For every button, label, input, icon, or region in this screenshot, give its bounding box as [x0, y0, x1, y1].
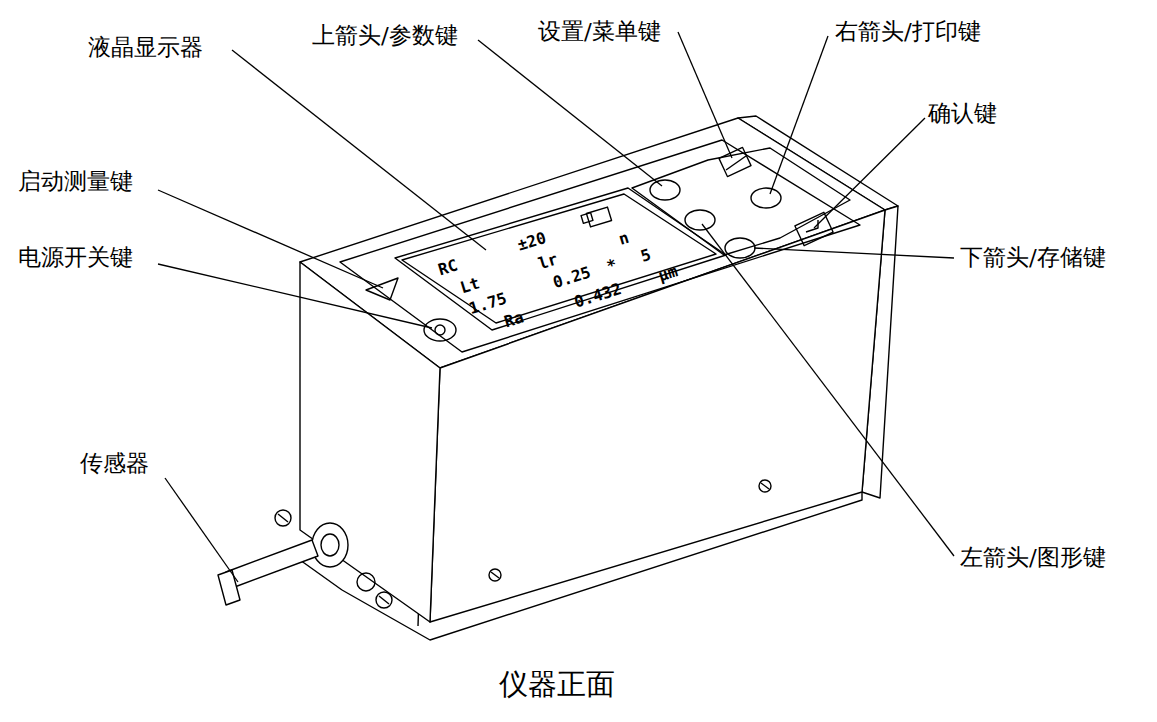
callout-label: 设置/菜单键	[538, 18, 661, 44]
callout-label: 启动测量键	[18, 168, 133, 194]
figure-caption: 仪器正面	[499, 668, 615, 701]
callout-label: 确认键	[928, 100, 997, 126]
callout-label: 电源开关键	[18, 244, 133, 270]
callout-label: 上箭头/参数键	[312, 22, 458, 48]
callout-label: 传感器	[80, 450, 149, 476]
callout-label: 液晶显示器	[88, 34, 203, 60]
callout-label: 右箭头/打印键	[835, 18, 981, 44]
callout-label: 下箭头/存储键	[960, 244, 1106, 270]
callout-label: 左箭头/图形键	[960, 544, 1106, 570]
